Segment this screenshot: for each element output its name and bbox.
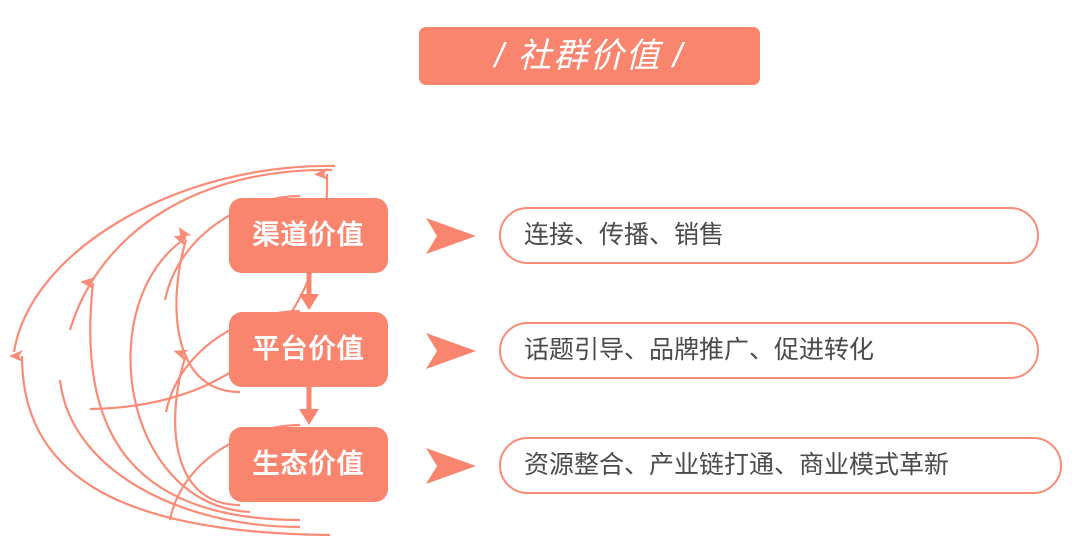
detail-box-channel-value[interactable]: 连接、传播、销售	[499, 207, 1039, 264]
feedback-arc-outer-loop-c	[9, 349, 331, 537]
detail-text: 连接、传播、销售	[524, 221, 725, 249]
stage-box-platform-value[interactable]: 平台价值	[229, 312, 388, 387]
page-title-banner: / 社群价值 /	[419, 27, 760, 85]
detail-box-platform-value[interactable]: 话题引导、品牌推广、促进转化	[499, 322, 1039, 379]
stage-box-channel-value[interactable]: 渠道价值	[229, 198, 388, 273]
detail-text: 资源整合、产业链打通、商业模式革新	[524, 451, 950, 479]
stage-label: 平台价值	[252, 334, 365, 364]
feedback-arc-outer-top-sweep-2	[12, 164, 336, 353]
feedback-arc-outer-bottom-sweep-1	[58, 379, 301, 529]
feedback-arc-stage3-to-stage1	[129, 227, 251, 514]
triangle-right-icon	[426, 448, 476, 484]
arrow-down-stage2-to-stage3	[299, 387, 319, 425]
triangle-right-icon	[426, 333, 476, 369]
page-title: / 社群价值 /	[494, 37, 685, 75]
detail-text: 话题引导、品牌推广、促进转化	[524, 336, 875, 364]
detail-box-ecosystem-value[interactable]: 资源整合、产业链打通、商业模式革新	[499, 437, 1062, 494]
feedback-arc-inner-lower-sweep	[168, 423, 301, 521]
stage-label: 渠道价值	[252, 220, 365, 250]
feedback-arc-inner-top-sweep	[163, 194, 301, 301]
feedback-arc-outer-top-sweep-1	[68, 168, 333, 331]
stage-label: 生态价值	[252, 449, 365, 479]
feedback-arc-outer-loop-a	[80, 277, 301, 522]
arrow-down-stage1-to-stage2	[299, 272, 319, 310]
stage-box-ecosystem-value[interactable]: 生态价值	[229, 427, 388, 502]
triangle-right-icon	[426, 218, 476, 254]
